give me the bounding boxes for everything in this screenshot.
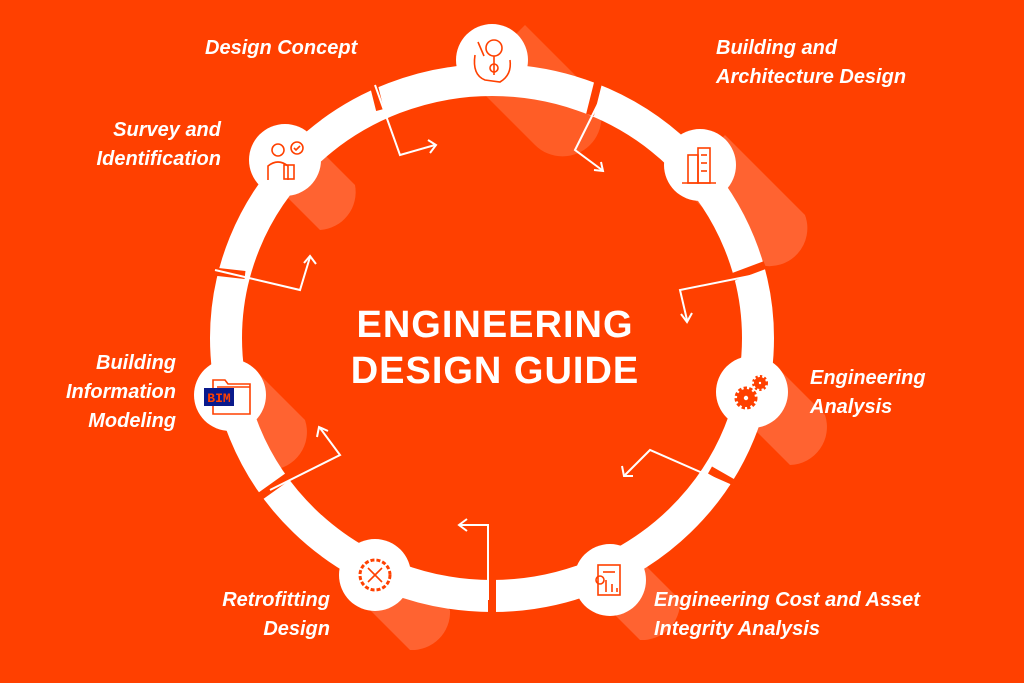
page-title: ENGINEERING DESIGN GUIDE — [330, 302, 660, 394]
step-label-cost-integrity: Engineering Cost and Asset Integrity Ana… — [654, 586, 920, 644]
gears-icon — [734, 375, 768, 410]
step-label-survey: Survey and Identification — [97, 116, 221, 174]
cost-report-icon — [595, 564, 621, 596]
label-line: Identification — [96, 148, 221, 170]
label-line: Survey and — [113, 119, 221, 141]
lightbulb-head-icon — [473, 39, 512, 83]
label-line: Building and — [716, 37, 838, 59]
step-label-building-architecture: Building and Architecture Design — [716, 34, 906, 92]
label-line: Design — [263, 618, 330, 640]
gear-wrench-icon — [358, 558, 392, 592]
label-line: Architecture Design — [716, 66, 907, 88]
title-line-2: DESIGN GUIDE — [350, 350, 640, 392]
label-line: Information — [66, 381, 176, 403]
bim-badge — [204, 388, 234, 406]
label-line: Modeling — [88, 410, 176, 432]
label-line: Retrofitting — [222, 589, 330, 611]
label-line: Building — [96, 352, 176, 374]
label-line: Engineering — [810, 367, 926, 389]
title-line-1: ENGINEERING — [356, 304, 634, 346]
label-line: Engineering Cost and Asset — [654, 589, 920, 611]
flow-arrows — [214, 84, 756, 600]
buildings-icon — [682, 147, 716, 184]
step-label-bim: Building Information Modeling — [66, 349, 176, 436]
label-line: Integrity Analysis — [654, 618, 820, 640]
step-label-engineering-analysis: Engineering Analysis — [810, 364, 926, 422]
step-label-design-concept: Design Concept — [205, 34, 357, 63]
bim-folder-icon — [212, 379, 251, 415]
bim-badge-text: BIM — [207, 391, 231, 406]
step-label-retrofitting: Retrofitting Design — [222, 586, 330, 644]
label-line: Analysis — [810, 396, 893, 418]
label-line: Design Concept — [205, 37, 358, 59]
survey-person-icon — [267, 141, 304, 180]
